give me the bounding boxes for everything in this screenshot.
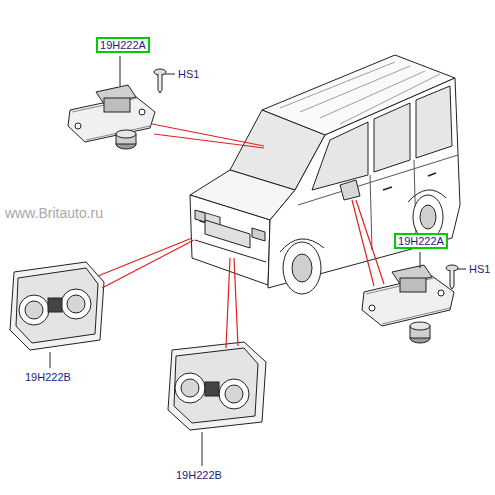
screw xyxy=(154,69,166,93)
part-number-box: 19H222A xyxy=(96,37,150,53)
leader-line xyxy=(50,56,466,466)
part-number: 19H222B xyxy=(176,470,222,481)
part-number-box: 19H222A xyxy=(394,233,448,249)
location-line xyxy=(98,124,384,348)
fastener-code: HS1 xyxy=(469,264,490,275)
screw xyxy=(446,265,458,289)
sensor-unit xyxy=(362,265,454,343)
sensor-unit xyxy=(10,262,104,350)
part-number: 19H222A xyxy=(100,40,146,51)
fastener-code: HS1 xyxy=(178,69,199,80)
sensor-unit xyxy=(168,342,266,430)
watermark: www.Britauto.ru xyxy=(5,206,103,220)
sensor-unit xyxy=(68,85,155,149)
part-number: 19H222B xyxy=(25,372,71,383)
part-number: 19H222A xyxy=(398,236,444,247)
